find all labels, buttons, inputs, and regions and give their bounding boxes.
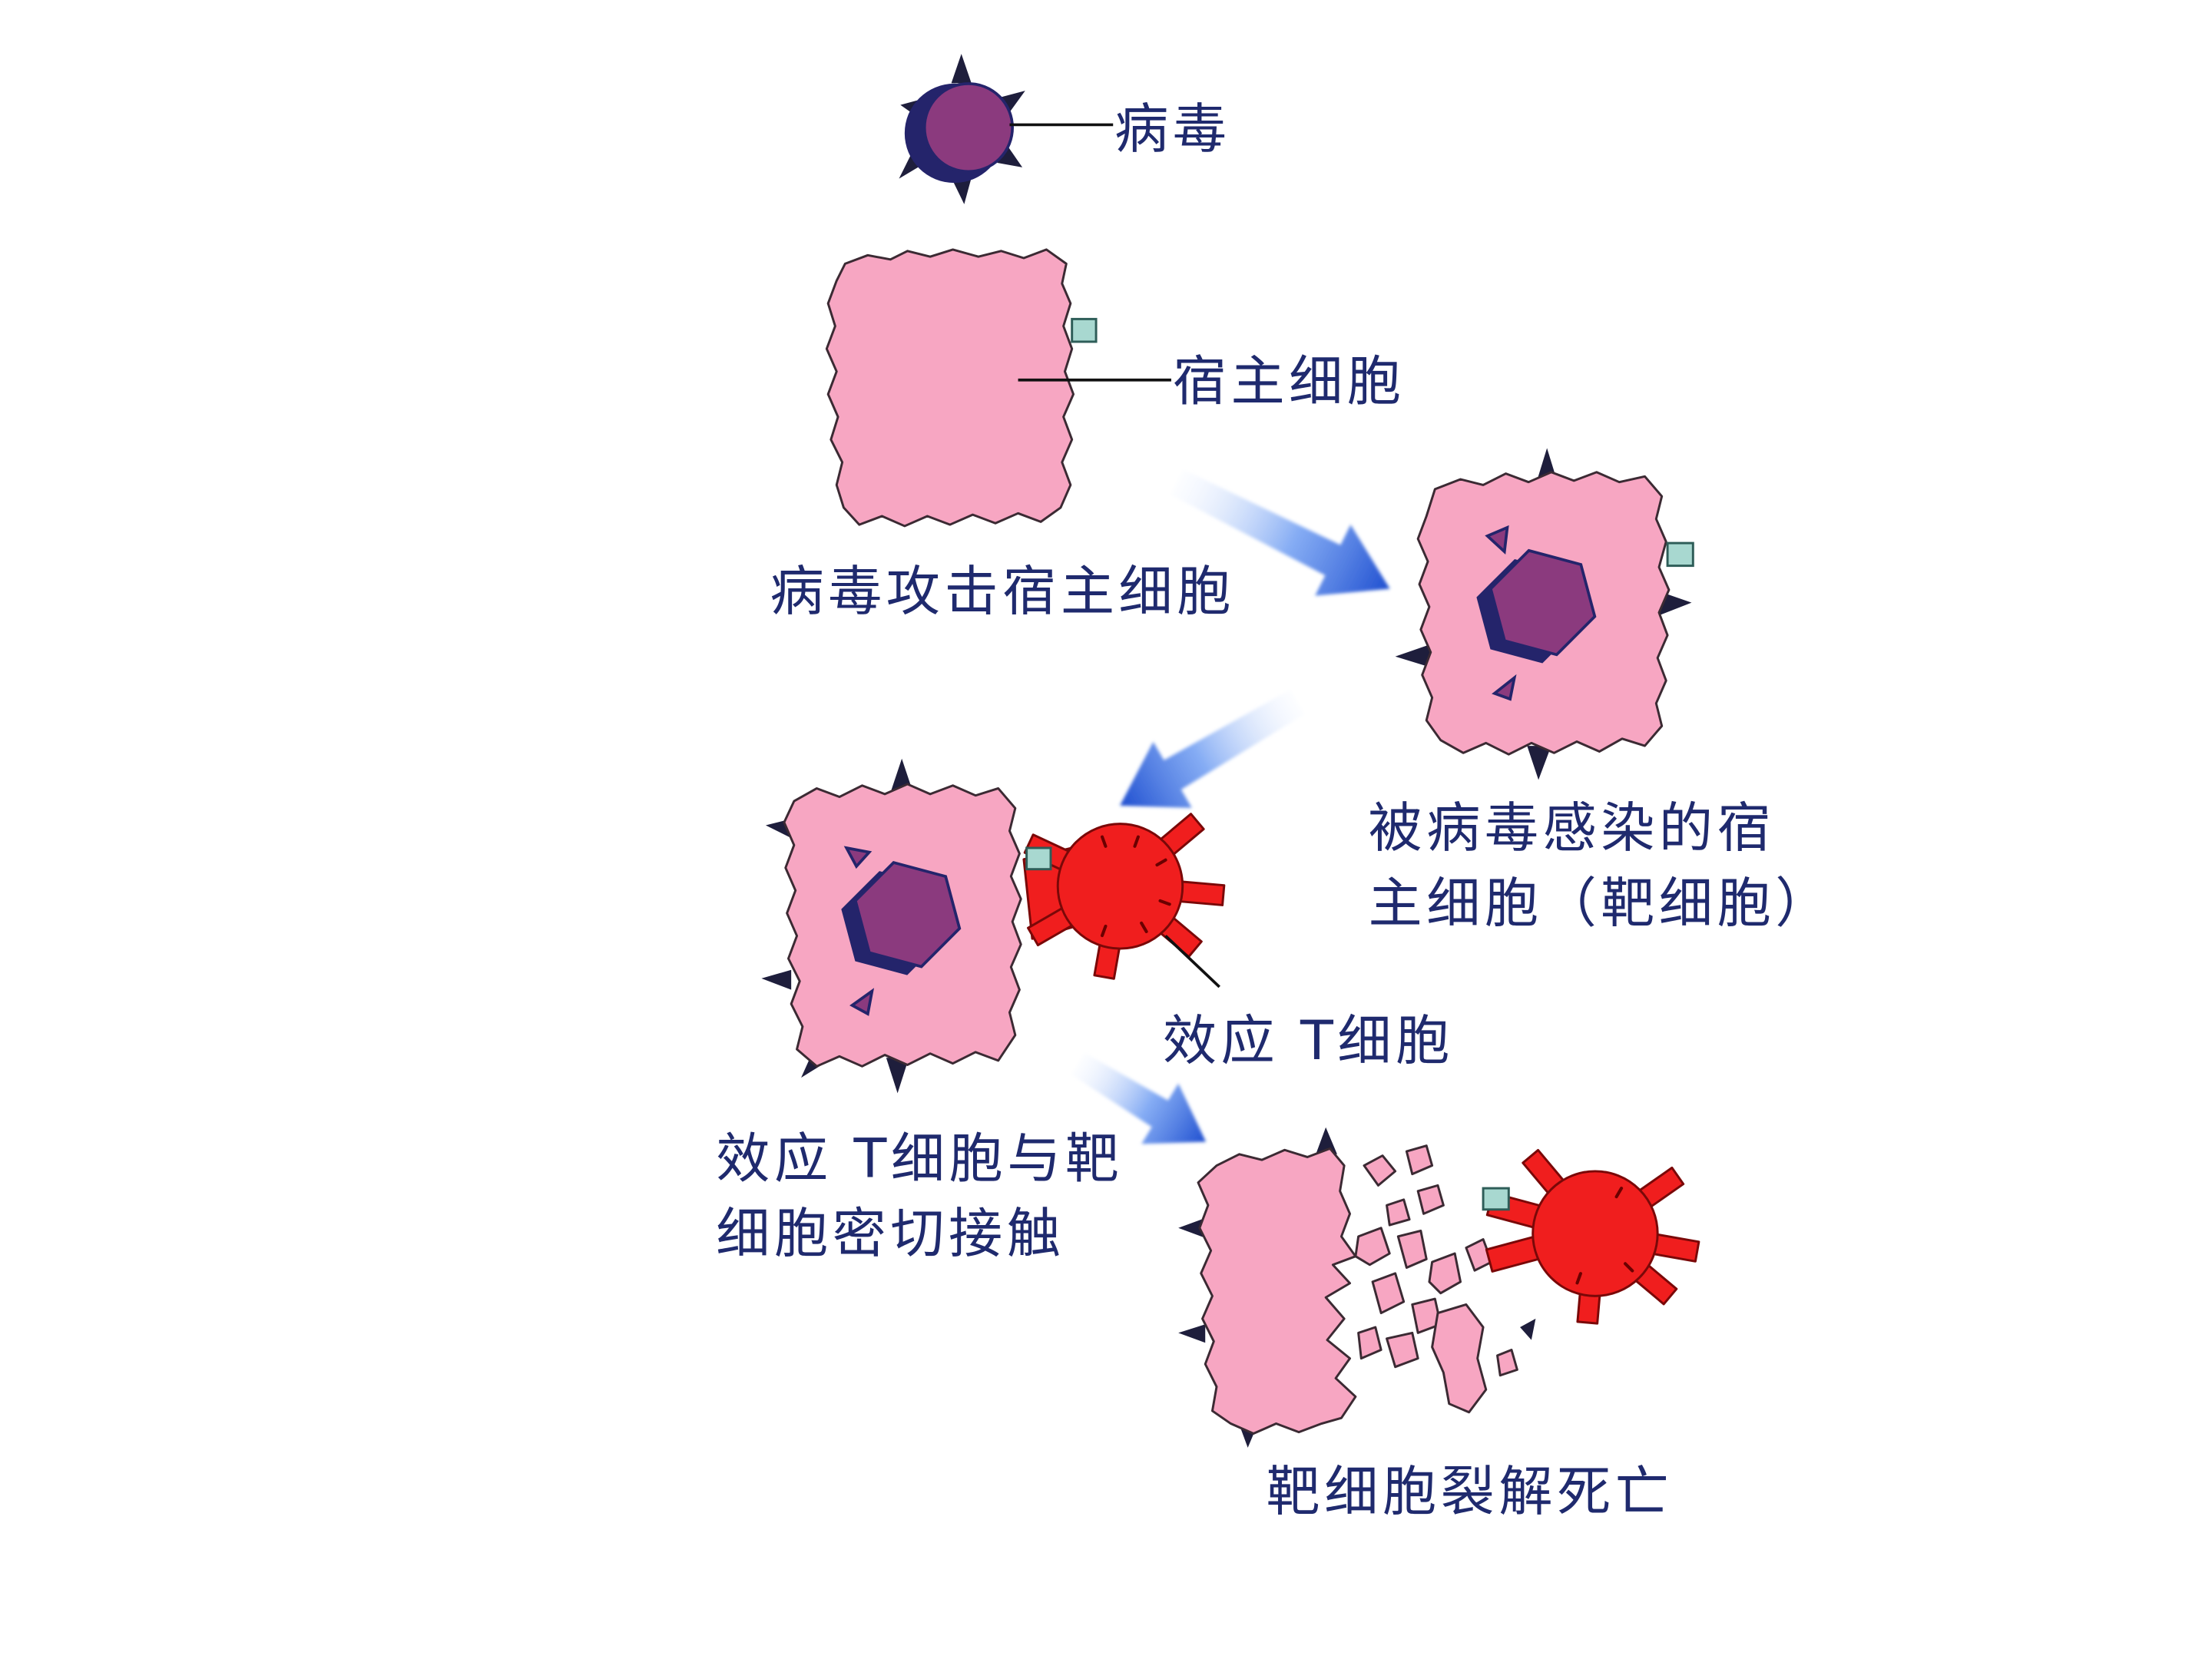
cell-fragment	[1386, 1331, 1419, 1369]
infected-cell-receptor	[1666, 541, 1694, 568]
contact-label-line2: 细胞密切接触	[716, 1202, 1065, 1265]
t-cell-marker	[1100, 924, 1108, 938]
virus	[899, 54, 1025, 204]
effector-t-cell-after-lysis	[1482, 1148, 1700, 1325]
host-cell	[825, 248, 1098, 528]
t-cell-marker	[1624, 1262, 1634, 1273]
virus-spike	[951, 177, 972, 204]
step-attack-label: 病毒攻击宿主细胞	[770, 560, 1234, 623]
debris-fragment	[1520, 1318, 1536, 1340]
t-cell-marker	[1155, 858, 1167, 867]
cell-fragment	[1416, 1184, 1445, 1215]
cell-spike	[1316, 1127, 1337, 1154]
t-cell-marker	[1575, 1272, 1582, 1285]
cell-spike	[1178, 1217, 1206, 1238]
virus-spike	[951, 54, 972, 84]
cell-spike	[1527, 746, 1551, 780]
t-cell-body	[1532, 1170, 1659, 1297]
cell-spike	[1395, 644, 1432, 668]
viral-fragment	[1492, 674, 1517, 701]
lysing-cell-body	[1197, 1147, 1357, 1435]
t-cell-marker	[1133, 835, 1140, 848]
cell-fragment	[1371, 1272, 1406, 1315]
t-cell-marker	[1158, 899, 1171, 906]
viral-fragment	[843, 846, 873, 869]
cell-fragment	[1363, 1154, 1397, 1187]
host-cell-label: 宿主细胞	[1173, 350, 1406, 413]
viral-particle	[853, 860, 962, 969]
viral-fragment	[849, 988, 875, 1016]
t-cell-marker	[1100, 835, 1108, 848]
cell-spike	[761, 969, 792, 990]
infected-cell-label-line1: 被病毒感染的宿	[1369, 796, 1776, 859]
cell-fragment	[1405, 1144, 1434, 1176]
arrow-shape	[1120, 689, 1305, 808]
viral-fragment	[1485, 525, 1509, 555]
t-cell-leader-line	[1164, 935, 1220, 988]
t-cell-marker	[1614, 1187, 1624, 1199]
target-cell-contact	[761, 758, 1022, 1094]
t-cell-marker	[1140, 921, 1148, 933]
target-cell-receptor	[1025, 846, 1052, 871]
infected-cell-label-line2: 主细胞（靶细胞）	[1369, 872, 1833, 935]
arrow-infected-to-contact	[1120, 689, 1305, 808]
cell-fragment	[1496, 1349, 1518, 1377]
cell-fragment	[1386, 1198, 1411, 1227]
arrow-contact-to-lysis	[1071, 1052, 1207, 1144]
cell-fragment	[1354, 1227, 1391, 1267]
contact-label-line1: 效应 T细胞与靶	[716, 1127, 1123, 1190]
virus-label: 病毒	[1114, 98, 1230, 161]
cell-fragment	[1428, 1252, 1462, 1295]
lysis-label: 靶细胞裂解死亡	[1267, 1460, 1674, 1523]
cell-spike	[1659, 591, 1692, 616]
cell-spike	[886, 1058, 909, 1094]
host-cell-receptor	[1071, 317, 1098, 343]
lysing-target-cell	[1178, 1127, 1536, 1448]
arrow-shape	[1171, 469, 1390, 596]
effector-t-cell-label: 效应 T细胞	[1163, 1009, 1454, 1072]
infected-cell	[1395, 448, 1694, 780]
cell-fragment	[1357, 1326, 1382, 1360]
cell-spike	[1178, 1324, 1206, 1343]
effector-t-cell	[1022, 813, 1226, 980]
arrow-attack-to-infected	[1171, 469, 1390, 596]
released-receptor	[1482, 1187, 1510, 1211]
arrow-shape	[1071, 1052, 1207, 1144]
virus-spike	[997, 145, 1023, 167]
virus-body	[922, 82, 1014, 174]
host-cell-body	[825, 248, 1075, 528]
cell-fragment	[1396, 1229, 1428, 1269]
viral-particle	[1488, 548, 1597, 657]
t-cell-body	[1056, 823, 1184, 950]
cell-fragment	[1431, 1303, 1488, 1414]
